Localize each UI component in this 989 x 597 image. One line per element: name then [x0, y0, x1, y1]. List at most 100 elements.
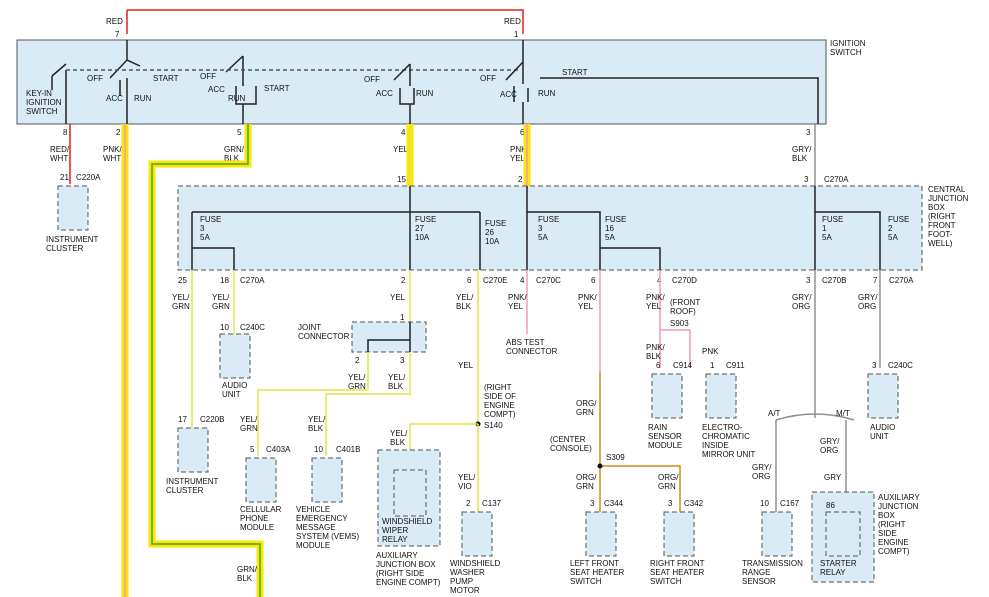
- wire-label-yel-blk-vems: YEL/BLK: [308, 415, 326, 433]
- wire-label-grn-blk-bottom: GRN/BLK: [237, 565, 258, 583]
- wire-label-yel-grn-cell: YEL/GRN: [240, 415, 258, 433]
- run-label-4: RUN: [538, 89, 556, 98]
- audio-right-pin: 3: [872, 361, 877, 370]
- joint-out-yel-blk: YEL/BLK: [388, 373, 406, 391]
- output-wire-gry-blk: GRY/BLK: [792, 145, 812, 163]
- wire-label-yel-blk-wiper: YEL/BLK: [390, 429, 408, 447]
- instrument-a-conn: C220A: [76, 173, 101, 182]
- wire-label-org-grn-right: ORG/GRN: [658, 473, 679, 491]
- trans-pin: 10: [760, 499, 769, 508]
- wire-label-org-grn-top: ORG/GRN: [576, 399, 597, 417]
- wire-label-red-right: RED: [504, 17, 521, 26]
- mirror-pin: 1: [710, 361, 715, 370]
- cjb-out-conn-c270b: C270B: [822, 276, 846, 285]
- acc-label-2: ACC: [208, 85, 225, 94]
- wire-label-pnk-yel-c: PNK/YEL: [508, 293, 527, 311]
- acc-label-1: ACC: [106, 94, 123, 103]
- wire-label-pnk: PNK: [702, 347, 719, 356]
- output-pin-2: 2: [116, 128, 121, 137]
- wire-label-gry-org-lower: GRY/ORG: [820, 437, 840, 455]
- run-label-1: RUN: [134, 94, 152, 103]
- acc-label-4: ACC: [500, 90, 517, 99]
- mid-wiring: YEL/GRN YEL/GRN YEL YEL/BLK PNK/YEL PNK/…: [172, 270, 881, 424]
- acc-label-3: ACC: [376, 89, 393, 98]
- cjb-in-conn: C270A: [824, 175, 849, 184]
- wire-label-yel-grn-b: YEL/GRN: [212, 293, 230, 311]
- cjb-out-conn-c270a: C270A: [240, 276, 265, 285]
- output-wire-grn-blk: GRN/BLK: [224, 145, 245, 163]
- mirror-conn: C911: [726, 361, 745, 370]
- output-pin-5: 5: [237, 128, 242, 137]
- wire-label-gry: GRY: [824, 473, 842, 482]
- cjb-out-pin-3: 3: [806, 276, 811, 285]
- mt-label: M/T: [836, 409, 850, 418]
- joint-pin-2: 2: [355, 356, 360, 365]
- wire-label-yel-grn-a: YEL/GRN: [172, 293, 190, 311]
- right-seat-pin: 3: [668, 499, 673, 508]
- vems-pin: 10: [314, 445, 323, 454]
- cjb-out-pin-18: 18: [220, 276, 229, 285]
- trans-conn: C167: [780, 499, 800, 508]
- off-label-1: OFF: [87, 74, 103, 83]
- output-wire-pnk-wht: PNK/WHT: [103, 145, 122, 163]
- cjb-out-pin-2: 2: [401, 276, 406, 285]
- audio-left-pin: 10: [220, 323, 229, 332]
- s140-label: S140: [484, 421, 503, 430]
- wire-label-yel-blk: YEL/BLK: [456, 293, 474, 311]
- cjb-out-conn-c270d: C270D: [672, 276, 697, 285]
- start-label-4: START: [562, 68, 588, 77]
- audio-left-conn: C240C: [240, 323, 265, 332]
- cjb-out-conn-c270e: C270E: [483, 276, 507, 285]
- starter-pin: 86: [826, 501, 835, 510]
- wire-label-pnk-yel-d: PNK/YEL: [578, 293, 597, 311]
- instrument-a-pin: 21: [60, 173, 69, 182]
- joint-pin-3: 3: [400, 356, 405, 365]
- start-label-2: START: [264, 84, 290, 93]
- cjb-out-pin-7: 7: [873, 276, 878, 285]
- output-pin-3: 3: [806, 128, 811, 137]
- s903-label: S903: [670, 319, 689, 328]
- wire-label-gry-org-a: GRY/ORG: [792, 293, 812, 311]
- cellular-pin: 5: [250, 445, 255, 454]
- cjb-out-pin-6b: 6: [591, 276, 596, 285]
- washer-pin: 2: [466, 499, 471, 508]
- cjb-out-pin-6: 6: [467, 276, 472, 285]
- pin-7: 7: [115, 30, 120, 39]
- output-wire-yel: YEL: [393, 145, 409, 154]
- s309-label: S309: [606, 453, 625, 462]
- wire-label-yel-vio: YEL/VIO: [458, 473, 476, 491]
- vems-conn: C401B: [336, 445, 360, 454]
- off-label-2: OFF: [200, 72, 216, 81]
- output-pin-6: 6: [520, 128, 525, 137]
- wire-label-red-left: RED: [106, 17, 123, 26]
- transmission-branch: A/T M/T GRY/ORG GRY/ORG GRY: [752, 409, 855, 512]
- instrument-b-pin: 17: [178, 415, 187, 424]
- cjb-out-pin-4: 4: [520, 276, 525, 285]
- start-label-1: START: [153, 74, 179, 83]
- left-seat-pin: 3: [590, 499, 595, 508]
- at-label: A/T: [768, 409, 781, 418]
